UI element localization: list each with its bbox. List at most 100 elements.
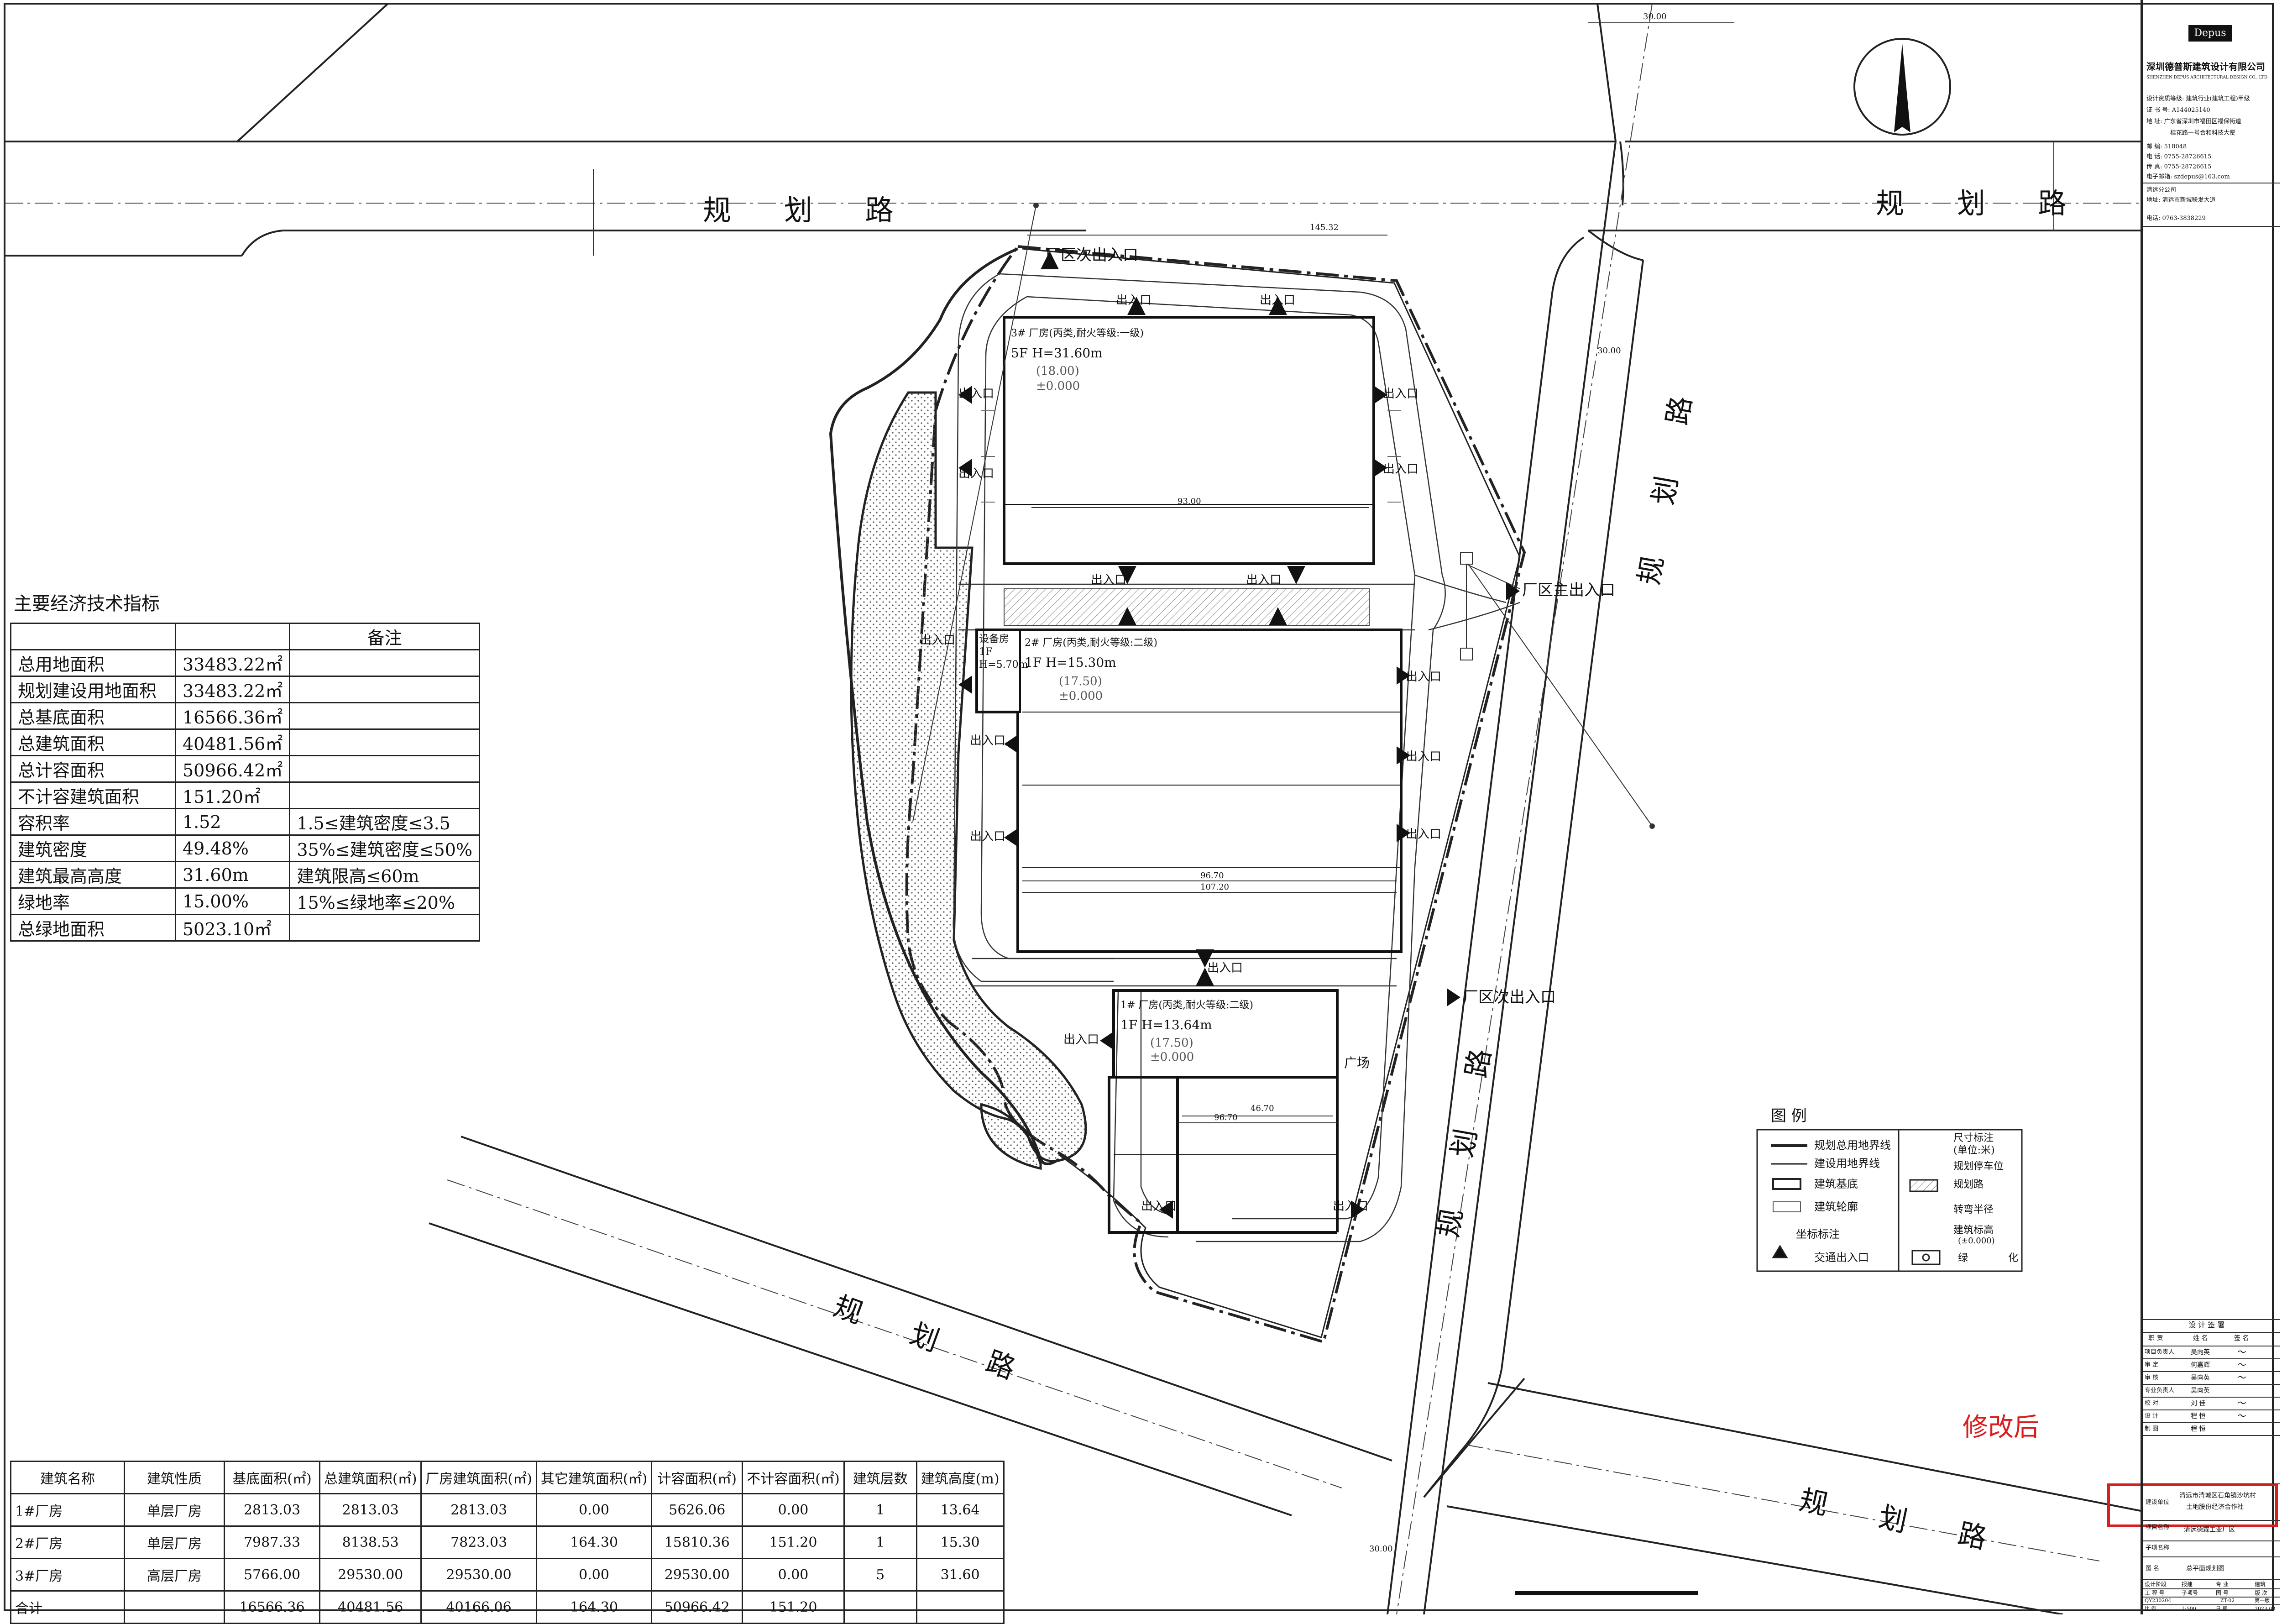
exit-label: 出入口 bbox=[958, 467, 994, 481]
exit-label: 出入口 bbox=[1207, 961, 1243, 975]
table-row: 备注 bbox=[10, 623, 480, 650]
building-1-title: 1# 厂房(丙类,耐火等级:二级) bbox=[1120, 1000, 1253, 1011]
title-block-divider bbox=[2143, 1332, 2280, 1333]
table-cell: 31.60 bbox=[916, 1558, 1005, 1592]
table-cell: 164.30 bbox=[535, 1525, 653, 1559]
table-cell: 31.60m bbox=[174, 861, 291, 889]
table-cell: 总绿地面积 bbox=[10, 914, 176, 942]
building-2-elev: (17.50) bbox=[1059, 675, 1102, 688]
signer-row: 校 对 刘 佳 〜 bbox=[2143, 1397, 2280, 1410]
building-3-title: 3# 厂房(丙类,耐火等级:一级) bbox=[1011, 328, 1144, 339]
table-cell: 单层厂房 bbox=[124, 1525, 225, 1559]
table-cell: 2#厂房 bbox=[10, 1525, 125, 1559]
number-header: 图 号 bbox=[2216, 1590, 2229, 1596]
gate-label-main-east: 厂区主出入口 bbox=[1522, 581, 1615, 599]
equipment-room-height: H=5.70m bbox=[979, 659, 1028, 671]
exit-label: 出入口 bbox=[1383, 462, 1419, 476]
company-logo: Depus bbox=[2188, 25, 2232, 42]
dimension-lines bbox=[593, 22, 2054, 1123]
table-cell: 单层厂房 bbox=[124, 1493, 225, 1527]
table-cell: 5 bbox=[843, 1558, 917, 1592]
road-centerlines bbox=[5, 3, 2141, 1614]
branch-info: 电话: 0763-3838229 bbox=[2146, 215, 2206, 222]
column-header: 备注 bbox=[289, 623, 480, 650]
table-cell bbox=[289, 728, 480, 756]
table-cell: 2813.03 bbox=[420, 1493, 537, 1527]
table-cell: 33483.22㎡ bbox=[174, 676, 291, 703]
table-header-row: 建筑名称 建筑性质 基底面积(㎡) 总建筑面积(㎡) 厂房建筑面积(㎡) 其它建… bbox=[10, 1461, 1005, 1494]
table-cell: 50966.42 bbox=[651, 1590, 743, 1624]
exit-label: 出入口 bbox=[970, 830, 1006, 843]
equipment-room bbox=[976, 629, 1021, 713]
legend-item: 建筑轮廓 bbox=[1814, 1200, 1858, 1213]
column-header: 厂房建筑面积(㎡) bbox=[420, 1461, 537, 1494]
branch-info: 地址: 清远市新城联发大道 bbox=[2146, 197, 2216, 204]
legend-item: 建筑基底 bbox=[1814, 1178, 1858, 1190]
building-1-elev2: ±0.000 bbox=[1150, 1050, 1194, 1064]
table-cell: 总计容面积 bbox=[10, 755, 176, 783]
equipment-room-name: 设备房 bbox=[979, 634, 1010, 645]
road-label-north-left: 规 划 路 bbox=[703, 194, 916, 227]
title-block-divider bbox=[2143, 1604, 2280, 1605]
company-info: 邮 编: 518048 bbox=[2146, 143, 2187, 150]
signer-row: 审 核 吴向英 〜 bbox=[2143, 1371, 2280, 1385]
table-cell: 0.00 bbox=[742, 1493, 845, 1527]
title-block-divider bbox=[2143, 1579, 2280, 1580]
building-2-title: 2# 厂房(丙类,耐火等级:二级) bbox=[1025, 637, 1157, 649]
signer-name: 吴向英 bbox=[2191, 1387, 2210, 1394]
column-header: 基底面积(㎡) bbox=[224, 1461, 320, 1494]
dimension-label: 96.70 bbox=[1200, 871, 1224, 880]
table-cell: 29530.00 bbox=[420, 1558, 537, 1592]
dimension-label: 30.00 bbox=[1369, 1544, 1393, 1554]
signature-mark-icon: 〜 bbox=[2236, 1346, 2245, 1357]
scale-cell: 比 例 bbox=[2145, 1606, 2156, 1612]
building-schedule-table: 建筑名称 建筑性质 基底面积(㎡) 总建筑面积(㎡) 厂房建筑面积(㎡) 其它建… bbox=[10, 1461, 1005, 1624]
exit-label: 出入口 bbox=[1063, 1033, 1099, 1047]
exit-label: 出入口 bbox=[970, 734, 1006, 748]
title-block-divider bbox=[2143, 1483, 2280, 1484]
company-info: 设计资质等级: 建筑行业(建筑工程)甲级 bbox=[2146, 95, 2250, 102]
legend-item: 建设用地界线 bbox=[1814, 1157, 1880, 1170]
table-cell: 3#厂房 bbox=[10, 1558, 125, 1592]
company-info: 桂花路一号合和科技大厦 bbox=[2170, 130, 2236, 136]
table-cell: 5766.00 bbox=[224, 1558, 320, 1592]
title-block-divider bbox=[2143, 1588, 2280, 1589]
column-header: 建筑高度(m) bbox=[916, 1461, 1005, 1494]
coordinate-markers bbox=[912, 203, 1655, 829]
slope-boundary bbox=[829, 247, 1060, 1165]
signer-role: 设 计 bbox=[2145, 1413, 2159, 1420]
number-value: QY230204 bbox=[2145, 1598, 2172, 1603]
exit-label: 出入口 bbox=[958, 387, 994, 401]
column-header: 计容面积(㎡) bbox=[651, 1461, 743, 1494]
legend-item: 规划总用地界线 bbox=[1814, 1139, 1891, 1152]
table-cell: 29530.00 bbox=[319, 1558, 422, 1592]
table-cell: 5626.06 bbox=[651, 1493, 743, 1527]
table-cell bbox=[124, 1590, 225, 1624]
road-label-north-right: 规 划 路 bbox=[1876, 187, 2088, 220]
building-3-elev2: ±0.000 bbox=[1036, 379, 1080, 393]
company-info: 证 书 号: A144025140 bbox=[2146, 107, 2210, 114]
table-cell bbox=[916, 1590, 1005, 1624]
building-2 bbox=[975, 629, 1403, 953]
legend-frame bbox=[1756, 1129, 2023, 1272]
table-cell bbox=[289, 781, 480, 809]
scale-cell: 2023.03 bbox=[2255, 1606, 2276, 1612]
table-cell: 15.30 bbox=[916, 1525, 1005, 1559]
exit-label: 出入口 bbox=[1406, 670, 1442, 684]
signer-name: 程 恒 bbox=[2191, 1413, 2206, 1420]
signer-role: 专业负责人 bbox=[2145, 1387, 2175, 1394]
column-header: 不计容面积(㎡) bbox=[742, 1461, 845, 1494]
sign-header: 签 名 bbox=[2234, 1335, 2249, 1342]
company-name-cn: 深圳德普斯建筑设计有限公司 bbox=[2146, 61, 2265, 72]
table-cell: 绿地率 bbox=[10, 887, 176, 915]
table-cell: 15%≤绿地率≤20% bbox=[289, 887, 480, 915]
